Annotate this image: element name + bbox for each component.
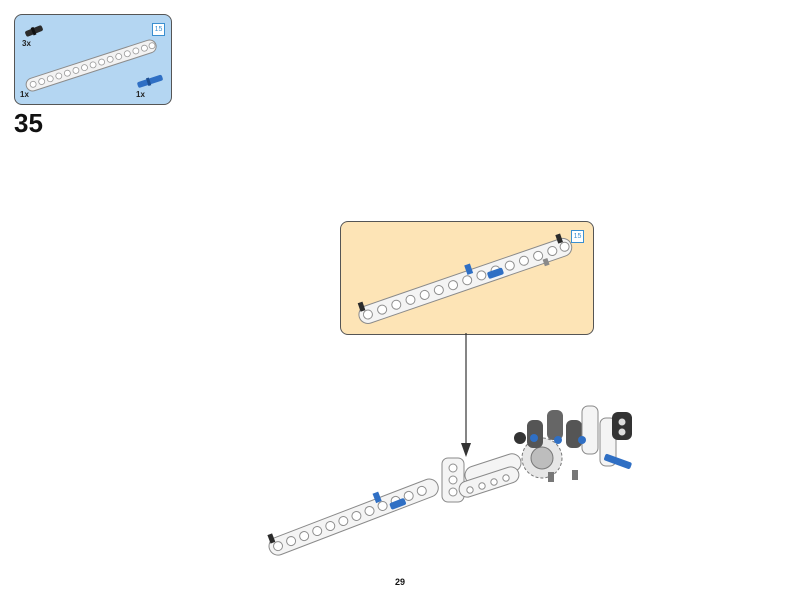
beam-length-badge: 15 [571, 230, 584, 243]
black-pin-icon [25, 25, 43, 37]
model-illustration [267, 405, 632, 556]
callout-beam-illustration [357, 233, 573, 324]
assembly-arrow [461, 333, 471, 457]
blue-axle-pin-quantity: 1x [136, 90, 145, 99]
subassembly-callout: 15 [340, 221, 594, 335]
beam-length-badge: 15 [152, 23, 165, 36]
white-beam-icon [25, 39, 157, 92]
step-number: 35 [14, 108, 43, 138]
blue-axle-pin-icon [137, 74, 163, 88]
black-pin-quantity: 3x [22, 39, 31, 48]
parts-list-box: 3x 15 1x 1x [14, 14, 172, 105]
page-number: 29 [394, 577, 405, 587]
white-beam-quantity: 1x [20, 90, 29, 99]
